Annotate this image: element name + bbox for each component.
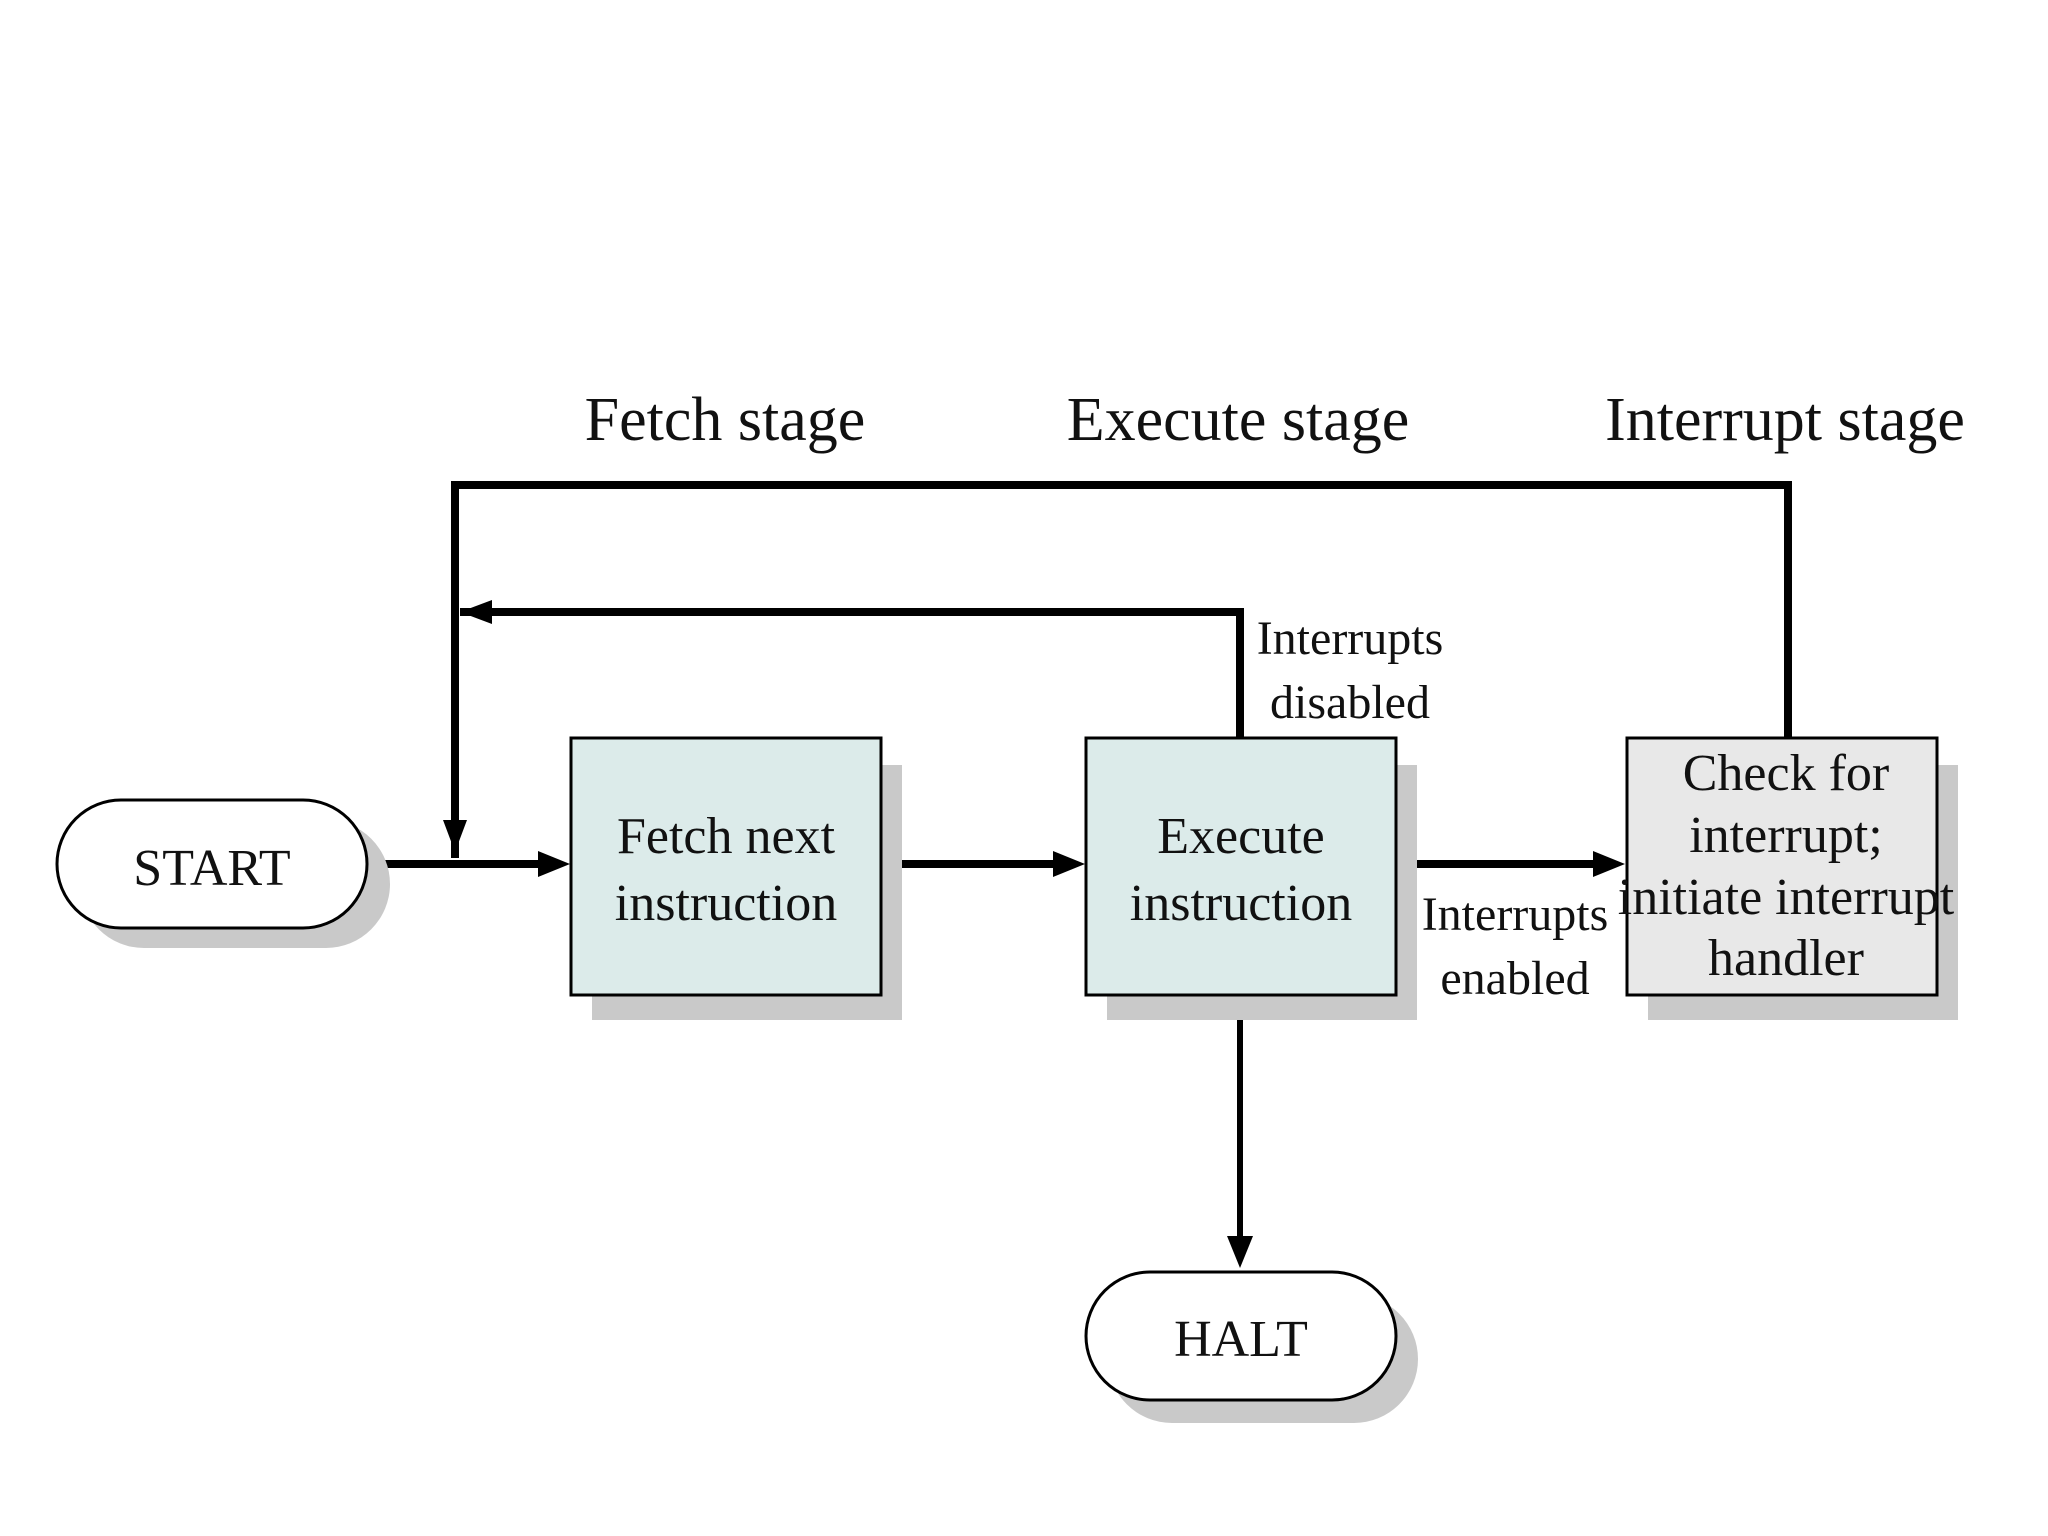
execute-to-check-arrowhead [1593,851,1625,877]
interrupts-disabled-label: Interrupts disabled [1257,612,1444,729]
halt-label: HALT [1174,1311,1308,1368]
svg-text:enabled: enabled [1440,952,1589,1005]
disabled-return-line [460,608,1244,738]
svg-text:disabled: disabled [1270,676,1430,729]
disabled-return-arrowhead [460,600,492,624]
check-interrupt-box: Check for interrupt; initiate interrupt … [1618,736,1958,1020]
svg-text:initiate interrupt: initiate interrupt [1618,869,1955,926]
check-label-line-2: interrupt; [1689,807,1883,864]
fetch-instruction-box: Fetch next instruction [569,736,902,1020]
svg-text:instruction: instruction [615,875,837,932]
execute-label-line-2: instruction [1130,875,1352,932]
check-label-line-1: Check for [1683,745,1889,802]
interrupts-enabled-line-2: enabled [1440,952,1589,1005]
execute-stage-label: Execute stage [1067,386,1410,454]
interrupts-enabled-label: Interrupts enabled [1422,888,1609,1005]
svg-text:Check for: Check for [1683,745,1889,802]
svg-text:interrupt;: interrupt; [1689,807,1883,864]
fetch-to-execute-arrowhead [1053,851,1085,877]
fetch-label-line-2: instruction [615,875,837,932]
svg-text:Interrupts: Interrupts [1257,612,1444,665]
svg-text:handler: handler [1708,930,1864,987]
connectors [366,481,1792,1268]
fetch-stage-label: Fetch stage [585,386,866,454]
execute-to-halt-arrowhead [1227,1236,1253,1268]
start-to-fetch-arrowhead [538,851,570,877]
check-label-line-4: handler [1708,930,1864,987]
interrupts-disabled-line-1: Interrupts [1257,612,1444,665]
execute-instruction-box: Execute instruction [1084,736,1417,1020]
svg-text:Fetch next: Fetch next [617,808,836,865]
interrupts-disabled-line-2: disabled [1270,676,1430,729]
svg-text:Execute: Execute [1157,808,1324,865]
interrupt-return-line [451,481,1792,858]
svg-text:Interrupts: Interrupts [1422,888,1609,941]
return-down-arrowhead [443,820,467,852]
start-label: START [133,840,290,897]
interrupts-enabled-line-1: Interrupts [1422,888,1609,941]
svg-text:instruction: instruction [1130,875,1352,932]
interrupt-stage-label: Interrupt stage [1605,386,1965,454]
check-label-line-3: initiate interrupt [1618,869,1955,926]
fetch-label-line-1: Fetch next [617,808,836,865]
start-terminal: START [55,798,390,948]
halt-terminal: HALT [1084,1270,1418,1423]
execute-label-line-1: Execute [1157,808,1324,865]
